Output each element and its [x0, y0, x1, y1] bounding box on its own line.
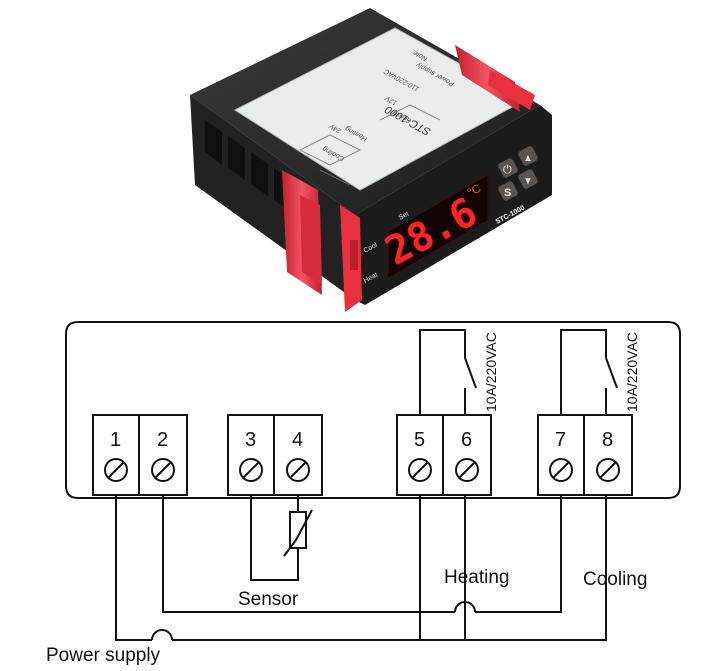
terminal-block-1 — [92, 414, 140, 496]
down-arrow-icon: ▼ — [523, 176, 533, 187]
terminal-numbers: 1 2 3 4 5 6 7 8 — [110, 429, 613, 451]
terminal-block-2 — [138, 414, 188, 496]
label-set: Set — [398, 211, 411, 222]
power-icon: ⏻ — [503, 164, 512, 176]
heating-label: Heating — [444, 567, 510, 588]
thermostat-device: STC-1000 Power supply 110-220VAC 12V 24V… — [190, 8, 552, 312]
terminal-label-1: 1 — [110, 429, 121, 451]
heating-relay-rating: 10A/220VAC — [483, 332, 499, 412]
down-button[interactable]: ▼ — [517, 168, 539, 190]
power-button[interactable]: ⏻ — [497, 157, 519, 179]
terminal-block-7 — [537, 414, 585, 496]
screw-5 — [408, 458, 432, 482]
cooling-label: Cooling — [583, 569, 647, 590]
screw-3 — [239, 458, 263, 482]
heating-relay — [419, 329, 477, 415]
power-wiring — [115, 495, 607, 641]
mounting-clip-right — [455, 45, 535, 112]
display-window — [387, 174, 489, 279]
sensor-wiring — [250, 495, 313, 581]
sticker-voltage-b: 12V — [384, 94, 400, 106]
s-button-label: S — [504, 187, 511, 199]
terminal-screws — [104, 458, 620, 482]
sensor-label: Sensor — [238, 589, 299, 610]
mounting-clip-left — [282, 170, 362, 312]
terminal-label-7: 7 — [555, 429, 566, 451]
sensor-thermistor — [289, 511, 307, 549]
terminal-label-5: 5 — [414, 429, 425, 451]
screw-7 — [549, 458, 573, 482]
terminal-label-4: 4 — [292, 429, 303, 451]
up-arrow-icon: ▲ — [523, 153, 533, 164]
up-button[interactable]: ▲ — [517, 145, 539, 167]
screw-8 — [596, 458, 620, 482]
terminal-label-8: 8 — [602, 429, 613, 451]
cooling-relay — [560, 329, 618, 415]
terminal-label-6: 6 — [461, 429, 472, 451]
screw-4 — [286, 458, 310, 482]
terminal-block-3 — [227, 414, 275, 496]
screw-6 — [455, 458, 479, 482]
wiring-diagram — [65, 321, 681, 641]
terminal-block-4 — [273, 414, 323, 496]
power-supply-label: Power supply — [46, 645, 161, 666]
s-button[interactable]: S — [497, 180, 519, 202]
display-unit: °C — [465, 181, 484, 200]
terminal-label-3: 3 — [245, 429, 256, 451]
cooling-relay-rating: 10A/220VAC — [624, 332, 640, 412]
terminal-block-8 — [583, 414, 633, 496]
terminal-block-5 — [396, 414, 444, 496]
sticker-voltage-c: 24V — [328, 122, 344, 134]
screw-2 — [151, 458, 175, 482]
screw-1 — [104, 458, 128, 482]
controller-outline — [65, 321, 681, 499]
terminal-block-6 — [442, 414, 492, 496]
terminal-label-2: 2 — [157, 429, 168, 451]
